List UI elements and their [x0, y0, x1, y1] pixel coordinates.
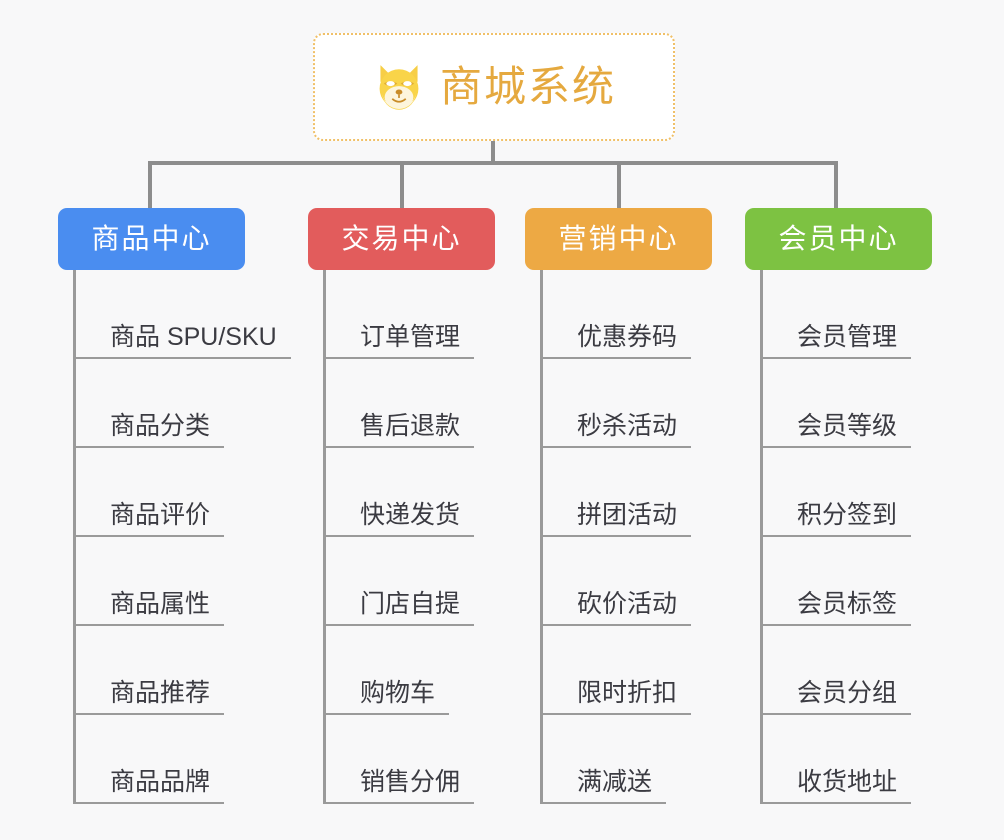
leaf-label: 购物车 — [360, 678, 436, 707]
leaf-item[interactable]: 快递发货 — [326, 448, 475, 537]
leaf-label: 商品评价 — [110, 500, 211, 529]
category-column-3: 营销中心优惠券码秒杀活动拼团活动砍价活动限时折扣满减送 — [525, 208, 712, 804]
leaf-label: 销售分佣 — [360, 767, 461, 796]
leaf-item[interactable]: 商品属性 — [76, 537, 225, 626]
leaf-item[interactable]: 秒杀活动 — [543, 359, 692, 448]
leaf-item[interactable]: 会员标签 — [763, 537, 912, 626]
leaf-item[interactable]: 商品品牌 — [76, 715, 225, 804]
leaf-item[interactable]: 商品 SPU/SKU — [76, 270, 291, 359]
leaf-label: 拼团活动 — [577, 500, 678, 529]
leaf-label: 商品属性 — [110, 589, 211, 618]
category-box-1[interactable]: 商品中心 — [58, 208, 245, 270]
category-title: 营销中心 — [558, 223, 679, 254]
leaf-label: 门店自提 — [360, 589, 461, 618]
category-box-4[interactable]: 会员中心 — [745, 208, 932, 270]
leaf-label: 会员标签 — [797, 589, 898, 618]
connector-drop-2 — [400, 161, 404, 209]
category-column-1: 商品中心商品 SPU/SKU 商品分类商品评价商品属性商品推荐商品品牌 — [58, 208, 291, 804]
leaf-label: 快递发货 — [360, 500, 461, 529]
connector-drop-1 — [148, 161, 152, 209]
leaf-label: 积分签到 — [797, 500, 898, 529]
connector-root-stem — [491, 141, 495, 164]
leaf-item[interactable]: 销售分佣 — [326, 715, 475, 804]
leaf-label: 收货地址 — [797, 767, 898, 796]
category-title: 交易中心 — [341, 223, 462, 254]
leaf-label: 优惠券码 — [577, 322, 678, 351]
category-box-2[interactable]: 交易中心 — [308, 208, 495, 270]
leaf-label: 砍价活动 — [577, 589, 678, 618]
leaf-label: 会员分组 — [797, 678, 898, 707]
leaf-label: 会员管理 — [797, 322, 898, 351]
connector-drop-4 — [834, 161, 838, 209]
category-column-4: 会员中心会员管理会员等级积分签到会员标签会员分组收货地址 — [745, 208, 932, 804]
leaf-item[interactable]: 限时折扣 — [543, 626, 692, 715]
leaf-label: 订单管理 — [360, 322, 461, 351]
leaf-label: 秒杀活动 — [577, 411, 678, 440]
leaf-item[interactable]: 购物车 — [326, 626, 450, 715]
connector-drop-3 — [617, 161, 621, 209]
leaf-item[interactable]: 积分签到 — [763, 448, 912, 537]
leaf-item[interactable]: 优惠券码 — [543, 270, 692, 359]
category-column-2: 交易中心订单管理售后退款快递发货门店自提购物车销售分佣 — [308, 208, 495, 804]
leaf-item[interactable]: 商品推荐 — [76, 626, 225, 715]
leaf-label: 满减送 — [577, 767, 653, 796]
leaf-label: 商品品牌 — [110, 767, 211, 796]
leaf-item[interactable]: 会员等级 — [763, 359, 912, 448]
leaf-item[interactable]: 拼团活动 — [543, 448, 692, 537]
leaf-label: 商品 SPU/SKU — [110, 322, 277, 351]
connector-horizontal-bus — [148, 161, 838, 165]
leaf-label: 商品分类 — [110, 411, 211, 440]
leaf-item[interactable]: 门店自提 — [326, 537, 475, 626]
leaf-item[interactable]: 会员管理 — [763, 270, 912, 359]
leaf-item[interactable]: 订单管理 — [326, 270, 475, 359]
shiba-dog-face-icon — [379, 65, 419, 110]
category-title: 商品中心 — [91, 223, 212, 254]
leaf-label: 会员等级 — [797, 411, 898, 440]
leaf-item[interactable]: 砍价活动 — [543, 537, 692, 626]
leaf-item[interactable]: 会员分组 — [763, 626, 912, 715]
category-box-3[interactable]: 营销中心 — [525, 208, 712, 270]
leaf-item[interactable]: 满减送 — [543, 715, 667, 804]
leaf-list: 优惠券码秒杀活动拼团活动砍价活动限时折扣满减送 — [540, 270, 712, 804]
leaf-item[interactable]: 售后退款 — [326, 359, 475, 448]
leaf-item[interactable]: 商品分类 — [76, 359, 225, 448]
leaf-item[interactable]: 收货地址 — [763, 715, 912, 804]
leaf-list: 订单管理售后退款快递发货门店自提购物车销售分佣 — [323, 270, 495, 804]
root-node[interactable]: 商城系统 — [313, 33, 675, 141]
leaf-list: 商品 SPU/SKU 商品分类商品评价商品属性商品推荐商品品牌 — [73, 270, 291, 804]
leaf-label: 售后退款 — [360, 411, 461, 440]
leaf-item[interactable]: 商品评价 — [76, 448, 225, 537]
leaf-label: 限时折扣 — [577, 678, 678, 707]
leaf-list: 会员管理会员等级积分签到会员标签会员分组收货地址 — [760, 270, 932, 804]
root-title: 商城系统 — [439, 63, 616, 110]
category-title: 会员中心 — [778, 223, 899, 254]
leaf-label: 商品推荐 — [110, 678, 211, 707]
